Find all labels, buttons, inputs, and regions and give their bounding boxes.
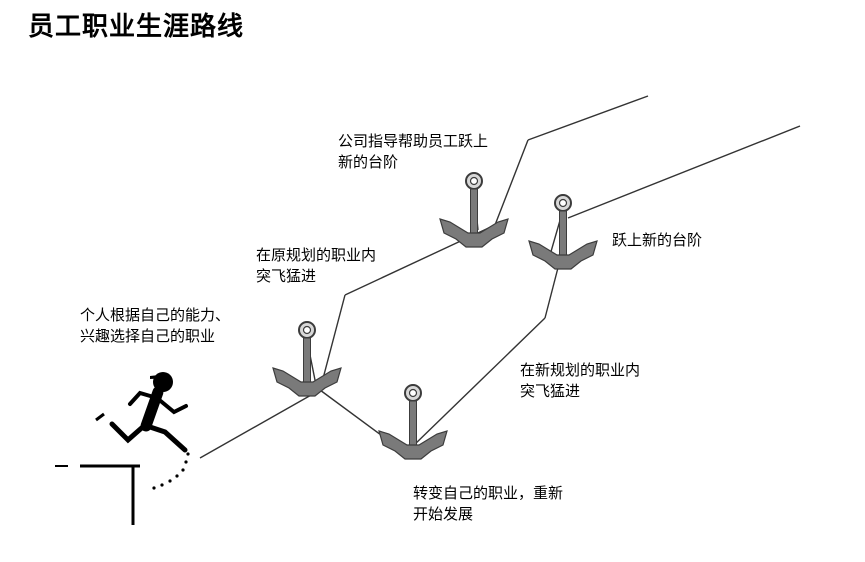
label-line: 新的台阶: [338, 153, 399, 171]
label-line: 个人根据自己的能力、: [80, 306, 231, 324]
anchor-icon: [272, 321, 342, 397]
anchor-icon: [439, 172, 509, 248]
label-breakthrough-original: 在原规划的职业内 突飞猛进: [256, 245, 376, 287]
label-breakthrough-new: 在新规划的职业内 突飞猛进: [520, 360, 640, 402]
page-title: 员工职业生涯路线: [28, 12, 245, 42]
label-jump-new-level: 跃上新的台阶: [612, 230, 702, 251]
label-line: 兴趣选择自己的职业: [80, 327, 216, 345]
label-line: 开始发展: [413, 505, 474, 523]
runner-figure: [55, 372, 190, 525]
label-line: 突飞猛进: [256, 267, 317, 285]
path-lines: [199, 95, 801, 459]
label-line: 跃上新的台阶: [612, 231, 703, 249]
label-line: 在原规划的职业内: [256, 246, 377, 264]
label-company-help: 公司指导帮助员工跃上 新的台阶: [338, 131, 488, 173]
label-line: 在新规划的职业内: [520, 361, 641, 379]
label-change-career: 转变自己的职业，重新 开始发展: [413, 483, 563, 525]
label-line: 公司指导帮助员工跃上: [338, 132, 489, 150]
label-line: 转变自己的职业，重新: [413, 484, 564, 502]
anchor-icon: [528, 194, 598, 270]
label-personal-choice: 个人根据自己的能力、 兴趣选择自己的职业: [80, 305, 230, 347]
label-line: 突飞猛进: [520, 382, 581, 400]
